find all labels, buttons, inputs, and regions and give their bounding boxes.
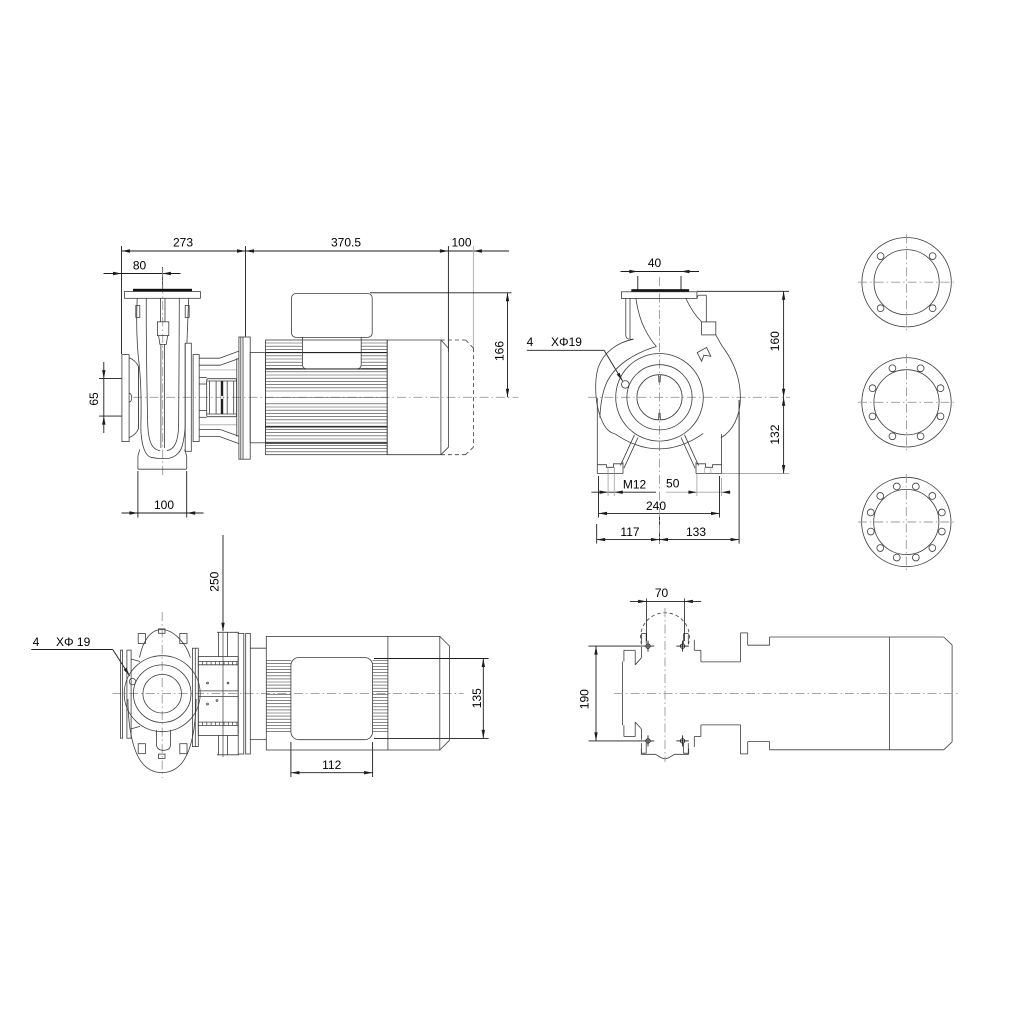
svg-text:100: 100 [451,236,471,250]
svg-text:70: 70 [655,586,669,600]
svg-text:4: 4 [527,335,534,349]
svg-text:273: 273 [173,236,193,250]
svg-text:XΦ 19: XΦ 19 [56,635,91,649]
svg-text:80: 80 [133,259,147,273]
svg-text:250: 250 [208,571,222,591]
svg-text:240: 240 [646,499,666,513]
svg-text:117: 117 [620,525,639,539]
svg-text:100: 100 [154,498,174,512]
svg-text:160: 160 [768,331,782,351]
svg-text:132: 132 [768,424,782,444]
svg-text:135: 135 [470,688,484,708]
svg-text:XΦ19: XΦ19 [551,335,582,349]
svg-text:112: 112 [322,758,341,772]
svg-text:M12: M12 [623,477,647,491]
svg-text:4: 4 [33,635,40,649]
svg-text:166: 166 [493,341,507,361]
svg-text:40: 40 [648,256,662,270]
svg-text:133: 133 [686,525,706,539]
svg-text:190: 190 [578,689,592,709]
svg-text:370.5: 370.5 [331,236,361,250]
svg-text:65: 65 [87,392,101,406]
svg-text:50: 50 [666,477,680,491]
